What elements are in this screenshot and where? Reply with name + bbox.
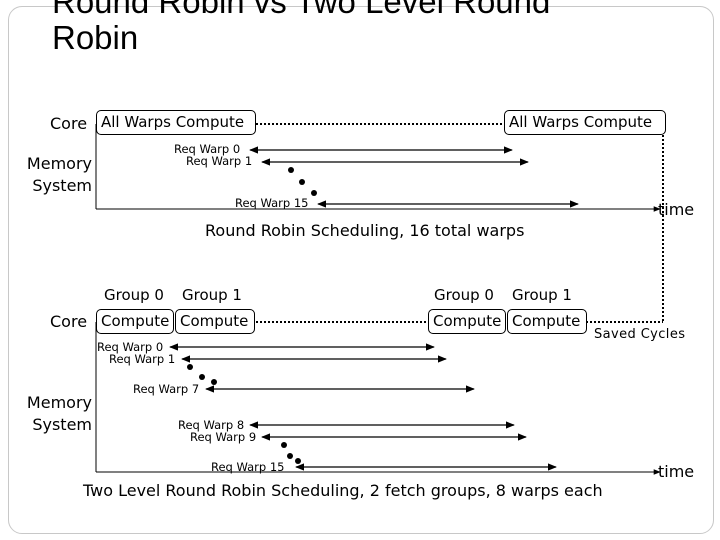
bottom-compute-box-3: Compute — [507, 309, 587, 334]
bottom-memory-system-label: Memory System — [26, 393, 92, 434]
bottom-group-label-2: Group 0 — [434, 286, 494, 304]
slide-title: Round Robin vs Two Level Round Robin — [52, 0, 551, 56]
top-req-label-1: Req Warp 1 — [186, 154, 253, 168]
bottom-caption: Two Level Round Robin Scheduling, 2 fetc… — [83, 481, 603, 500]
top-req-label-15: Req Warp 15 — [235, 196, 309, 210]
bottom-req-label-9: Req Warp 9 — [190, 430, 257, 444]
bottom-core-label: Core — [50, 312, 88, 331]
top-compute-box-1: All Warps Compute — [96, 110, 256, 135]
bottom-compute-box-2: Compute — [428, 309, 506, 334]
bottom-ellipsis-dot — [211, 379, 217, 385]
bottom-req-label-1: Req Warp 1 — [109, 352, 176, 366]
top-compute-box-2: All Warps Compute — [504, 110, 666, 135]
bottom-req-label-7: Req Warp 7 — [133, 382, 200, 396]
top-ellipsis-dot — [299, 179, 305, 185]
top-core-label: Core — [50, 114, 88, 133]
bottom-req-label-15: Req Warp 15 — [211, 460, 285, 474]
bottom-time-label: time — [658, 462, 695, 481]
top-memory-system-label: Memory System — [26, 154, 92, 195]
top-time-label: time — [658, 200, 695, 219]
bottom-req-label-0: Req Warp 0 — [97, 340, 164, 354]
bottom-req-label-8: Req Warp 8 — [178, 418, 245, 432]
bottom-compute-box-0: Compute — [96, 309, 174, 334]
saved-cycles-label: Saved Cycles — [594, 327, 686, 342]
bottom-ellipsis-dot — [187, 364, 193, 370]
top-ellipsis-dot — [288, 167, 294, 173]
bottom-group-label-3: Group 1 — [512, 286, 572, 304]
bottom-ellipsis-dot — [199, 374, 205, 380]
bottom-group-label-1: Group 1 — [182, 286, 242, 304]
top-caption: Round Robin Scheduling, 16 total warps — [205, 221, 525, 240]
bottom-ellipsis-dot — [287, 453, 293, 459]
bottom-compute-box-1: Compute — [175, 309, 255, 334]
bottom-ellipsis-dot — [295, 458, 301, 464]
bottom-ellipsis-dot — [281, 442, 287, 448]
bottom-group-label-0: Group 0 — [104, 286, 164, 304]
top-ellipsis-dot — [311, 190, 317, 196]
top-req-label-0: Req Warp 0 — [174, 142, 241, 156]
slide-frame — [8, 6, 714, 534]
